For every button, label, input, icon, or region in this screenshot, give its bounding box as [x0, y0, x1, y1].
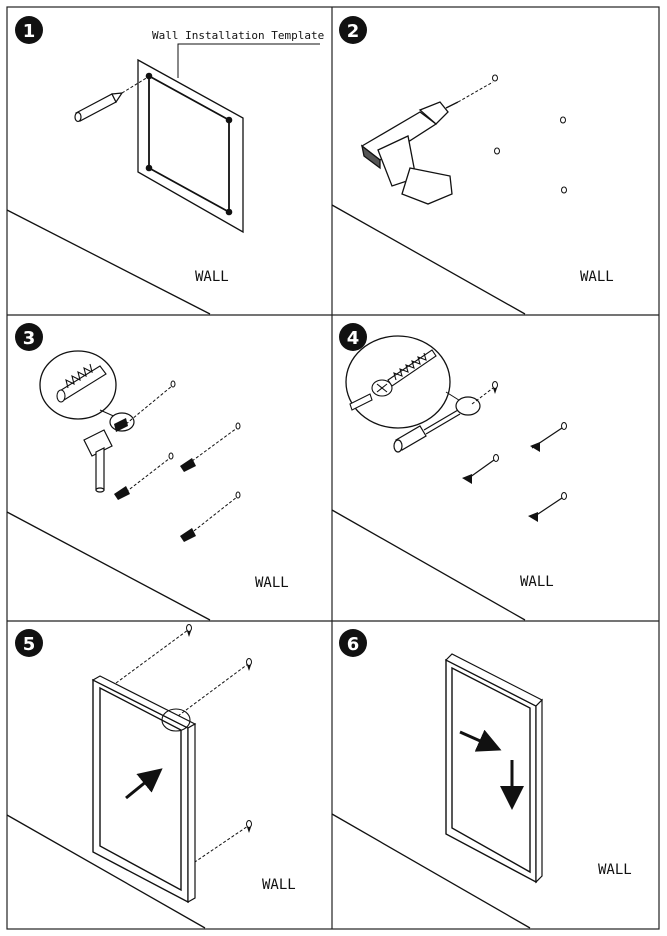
step-badge: 3 — [15, 323, 43, 351]
wall-label: WALL — [520, 574, 554, 590]
mark-point — [225, 208, 233, 216]
step-number: 3 — [23, 328, 36, 349]
wall-label: WALL — [255, 575, 289, 591]
floor-line — [6, 209, 211, 315]
grid-frame — [6, 6, 660, 930]
step-2-panel: WALL — [331, 74, 614, 315]
wall-label: WALL — [580, 269, 614, 285]
anchor-icon — [114, 380, 176, 432]
direction-arrow — [125, 768, 163, 800]
step-1-panel: Wall Installation Template WALL — [6, 29, 324, 315]
floor-line — [6, 814, 206, 929]
screw-icon — [530, 422, 567, 452]
screw-icon — [462, 454, 499, 484]
step-badge: 6 — [339, 629, 367, 657]
step-number: 2 — [347, 21, 360, 42]
drill-hole — [560, 116, 566, 124]
installation-template — [137, 58, 244, 234]
step-number: 5 — [23, 634, 36, 655]
floor-line — [331, 813, 531, 929]
screwdriver-icon — [393, 409, 461, 453]
step-3-panel: WALL — [6, 350, 289, 621]
drill-hole — [492, 74, 498, 82]
hammer-icon — [83, 429, 113, 493]
drill-hole — [494, 147, 500, 155]
drill-icon — [360, 101, 459, 205]
anchor-icon — [180, 491, 241, 542]
wall-label: WALL — [598, 862, 632, 878]
step-badge: 2 — [339, 16, 367, 44]
mark-point — [145, 72, 153, 80]
step-badge: 1 — [15, 16, 43, 44]
step-badge: 4 — [339, 323, 367, 351]
anchor-icon — [180, 422, 241, 472]
zoom-target — [455, 396, 481, 416]
screwdriver-tip-icon — [349, 393, 373, 411]
step-number: 6 — [347, 634, 360, 655]
wall-label: WALL — [195, 269, 229, 285]
mark-point — [145, 164, 153, 172]
floor-line — [331, 509, 526, 621]
step-number: 4 — [347, 328, 360, 349]
floor-line — [6, 511, 211, 621]
template-label: Wall Installation Template — [152, 29, 324, 42]
step-4-panel: WALL — [331, 335, 567, 621]
wall-label: WALL — [262, 877, 296, 893]
anchor-icon — [114, 452, 174, 500]
mirror-frame — [444, 653, 544, 884]
anchor-plug-icon — [56, 363, 107, 403]
step-badge: 5 — [15, 629, 43, 657]
direction-arrow — [459, 729, 502, 752]
drill-hole — [561, 186, 567, 194]
floor-line — [331, 204, 526, 315]
mark-point — [225, 116, 233, 124]
pencil-icon — [74, 92, 124, 123]
zoom-target — [161, 708, 191, 732]
step-5-panel: WALL — [6, 624, 296, 929]
step-6-panel: WALL — [331, 653, 632, 929]
screw-icon — [371, 349, 437, 397]
step-number: 1 — [23, 21, 36, 42]
screw-icon — [528, 492, 567, 522]
